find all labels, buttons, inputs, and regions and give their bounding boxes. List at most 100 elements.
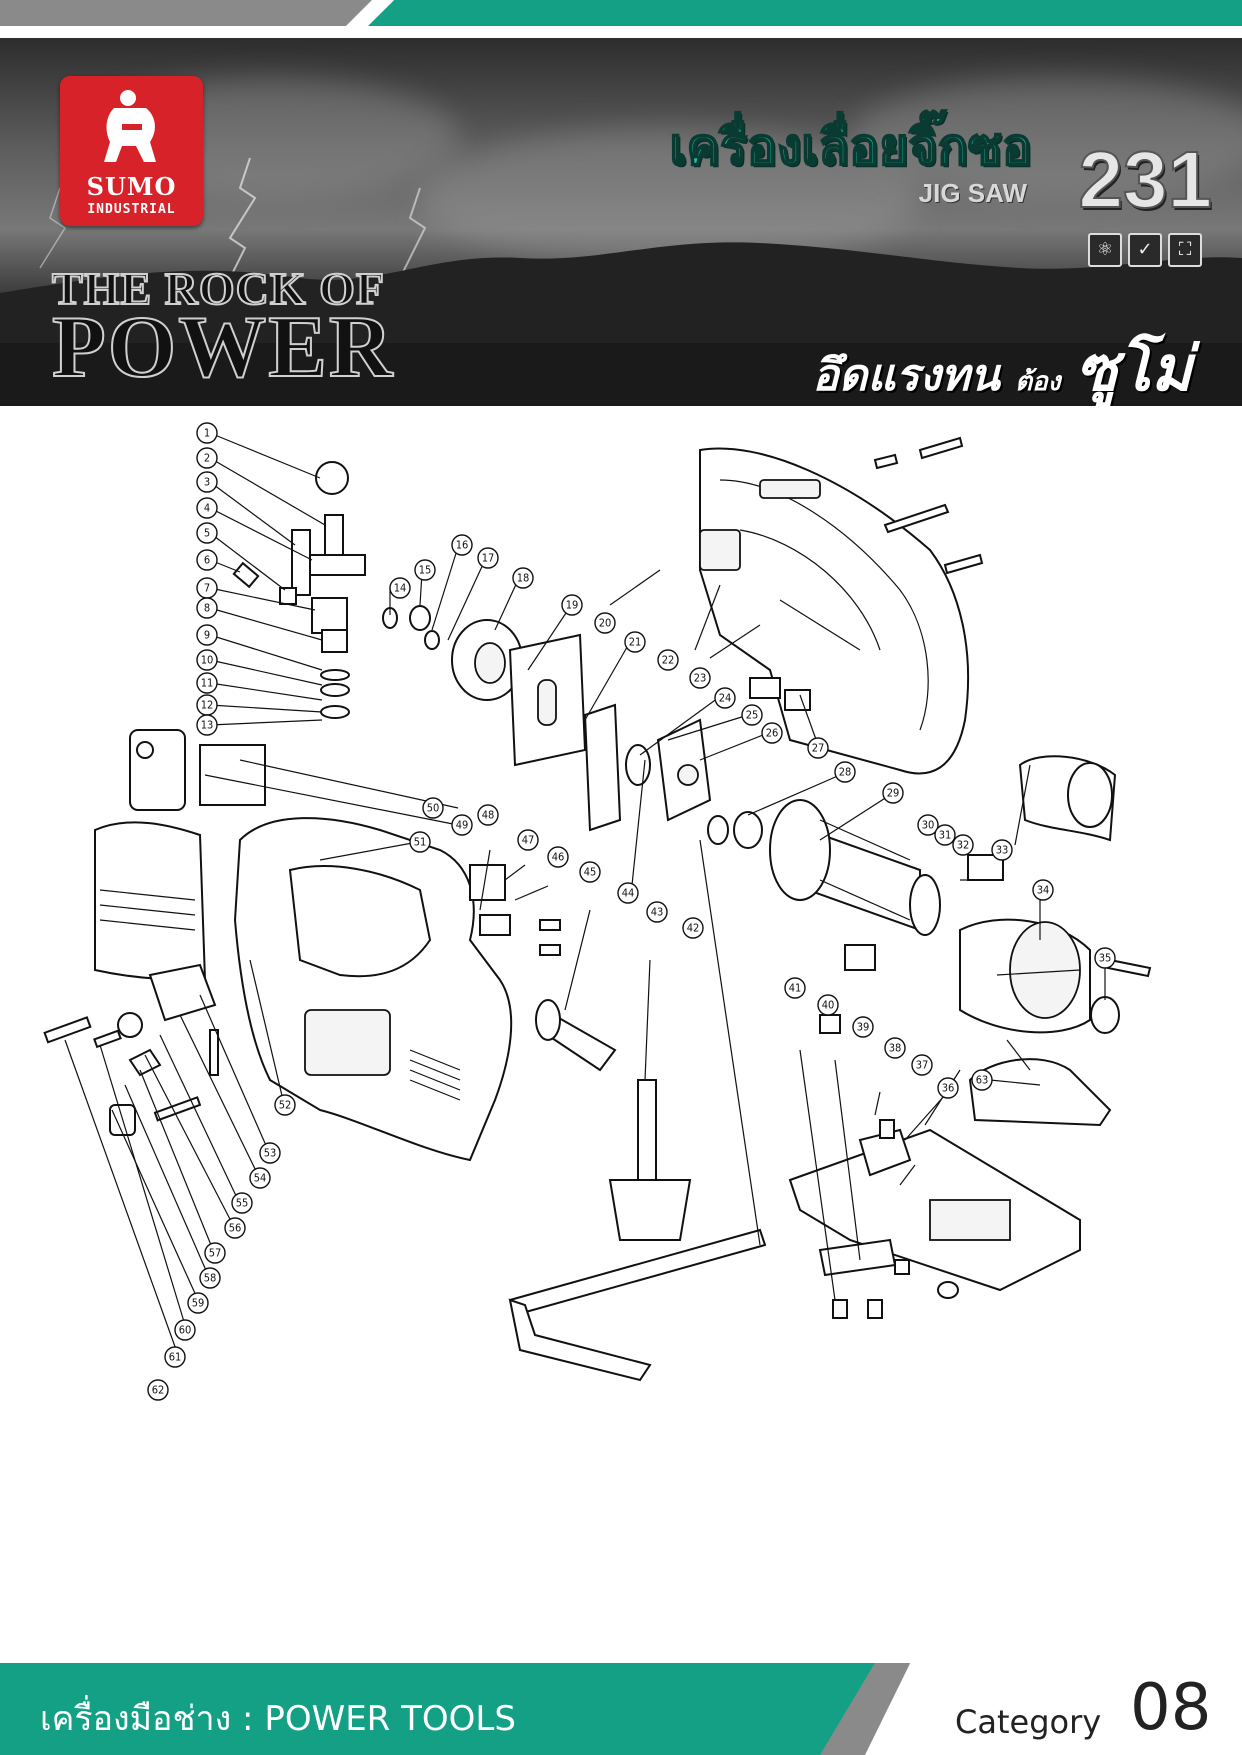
footer-category-label: Category — [955, 1703, 1102, 1741]
callout-35b: 35 — [1094, 947, 1116, 969]
svg-text:60: 60 — [179, 1324, 192, 1337]
callout-31: 31 — [934, 824, 956, 846]
base-plate — [788, 1014, 1112, 1319]
callouts: 1 2 3 4 5 6 7 8 9 10 11 12 13 14 15 16 1… — [147, 422, 1116, 1401]
svg-text:1: 1 — [204, 427, 210, 440]
svg-text:15: 15 — [419, 564, 432, 577]
callout-60: 60 — [174, 1319, 196, 1341]
vent-slots — [409, 1049, 461, 1101]
svg-text:8: 8 — [204, 602, 210, 615]
svg-text:49: 49 — [456, 819, 469, 832]
parts-diagram-svg: 1 2 3 4 5 6 7 8 9 10 11 12 13 14 15 16 1… — [43, 422, 1152, 1401]
callout-10: 10 — [196, 649, 218, 671]
stator — [959, 918, 1152, 1034]
svg-text:48: 48 — [482, 809, 495, 822]
slogan-line2: POWER — [51, 299, 395, 396]
svg-text:35: 35 — [1099, 952, 1112, 965]
top-strip-teal — [368, 0, 1242, 26]
callout-4: 4 — [196, 497, 218, 519]
svg-text:44: 44 — [622, 887, 635, 900]
svg-text:56: 56 — [229, 1222, 242, 1235]
gear-assembly — [382, 605, 622, 832]
approval-icon: ✓ — [1128, 233, 1162, 267]
callout-53: 53 — [259, 1142, 281, 1164]
svg-text:4: 4 — [204, 502, 210, 515]
hex-key — [508, 1228, 767, 1382]
footer-category-number: 08 — [1130, 1671, 1212, 1745]
callout-46: 46 — [547, 846, 569, 868]
svg-text:33: 33 — [996, 844, 1009, 857]
svg-text:10: 10 — [201, 654, 214, 667]
callout-38: 38 — [884, 1037, 906, 1059]
logo-subtitle: INDUSTRIAL — [87, 202, 176, 217]
svg-text:57: 57 — [209, 1247, 222, 1260]
svg-text:32: 32 — [957, 839, 970, 852]
svg-text:9: 9 — [204, 629, 210, 642]
callout-41: 41 — [784, 977, 806, 999]
callout-29: 29 — [882, 782, 904, 804]
svg-text:39: 39 — [857, 1021, 870, 1034]
svg-text:37: 37 — [916, 1059, 929, 1072]
footer-teal-band — [0, 1663, 880, 1755]
callout-55: 55 — [231, 1192, 253, 1214]
svg-text:21: 21 — [629, 636, 642, 649]
svg-text:46: 46 — [552, 851, 565, 864]
callout-56: 56 — [224, 1217, 246, 1239]
callout-22: 22 — [657, 649, 679, 671]
main-housing — [699, 447, 970, 775]
svg-text:61: 61 — [169, 1351, 182, 1364]
callout-39: 39 — [852, 1016, 874, 1038]
svg-text:18: 18 — [517, 572, 530, 585]
tagline-part3: ซูโม่ — [1075, 332, 1192, 405]
svg-text:24: 24 — [719, 692, 732, 705]
callout-27: 27 — [807, 737, 829, 759]
callout-3: 3 — [196, 471, 218, 493]
callout-47: 47 — [517, 829, 539, 851]
callout-61: 61 — [164, 1346, 186, 1368]
callout-5: 5 — [196, 522, 218, 544]
callout-40: 40 — [817, 994, 839, 1016]
callout-49: 49 — [451, 814, 473, 836]
callout-15: 15 — [414, 559, 436, 581]
tagline-part2: ต้อง — [1015, 367, 1061, 397]
callout-54: 54 — [249, 1167, 271, 1189]
callout-43: 43 — [646, 901, 668, 923]
svg-text:20: 20 — [599, 617, 612, 630]
banner-floor — [0, 343, 1242, 406]
header-banner: SUMO INDUSTRIAL THE ROCK OF POWER เครื่อ… — [0, 38, 1242, 406]
tagline: อึดแรงทน ต้อง ซูโม่ — [812, 320, 1192, 406]
front-cover — [94, 821, 207, 982]
svg-text:43: 43 — [651, 906, 664, 919]
armature — [769, 799, 1004, 971]
callout-8: 8 — [196, 597, 218, 619]
svg-text:40: 40 — [822, 999, 835, 1012]
callout-44: 44 — [617, 882, 639, 904]
footer-category-text: เครื่องมือช่าง : POWER TOOLS — [40, 1699, 516, 1739]
callout-20: 20 — [594, 612, 616, 634]
certification-icon: ⚛ — [1088, 233, 1122, 267]
svg-text:62: 62 — [152, 1384, 165, 1397]
footer-bar: เครื่องมือช่าง : POWER TOOLS Category 08 — [0, 1663, 1242, 1755]
top-strip — [0, 0, 1242, 28]
callout-52: 52 — [274, 1094, 296, 1116]
callout-48: 48 — [477, 804, 499, 826]
svg-text:63: 63 — [976, 1074, 989, 1087]
standard-icon: ⛶ — [1168, 233, 1202, 267]
bearing-holder — [625, 677, 811, 849]
svg-text:19: 19 — [566, 599, 579, 612]
svg-text:11: 11 — [201, 677, 214, 690]
callout-12: 12 — [196, 694, 218, 716]
callout-19: 19 — [561, 594, 583, 616]
svg-text:30: 30 — [922, 819, 935, 832]
svg-text:41: 41 — [789, 982, 802, 995]
tagline-part1: อึดแรงทน — [812, 350, 1000, 401]
svg-text:2: 2 — [204, 452, 210, 465]
svg-text:36: 36 — [942, 1082, 955, 1095]
callout-28: 28 — [834, 761, 856, 783]
svg-text:14: 14 — [394, 582, 407, 595]
svg-text:26: 26 — [766, 727, 779, 740]
svg-text:53: 53 — [264, 1147, 277, 1160]
callout-37: 37 — [911, 1054, 933, 1076]
footer-white-band — [865, 1663, 1242, 1755]
lightning-decoration — [39, 157, 427, 299]
